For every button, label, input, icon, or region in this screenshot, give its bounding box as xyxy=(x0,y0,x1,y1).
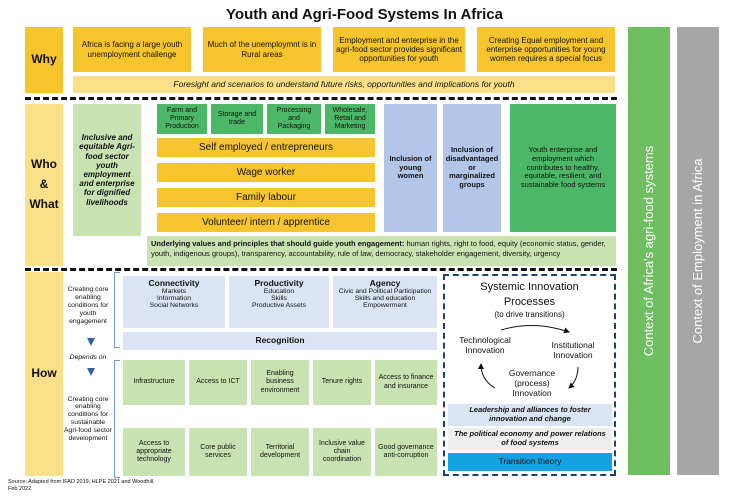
productivity-box: Productivity Education Skills Productive… xyxy=(229,276,329,328)
productivity-title: Productivity xyxy=(254,278,304,288)
values-box: Underlying values and principles that sh… xyxy=(147,236,616,266)
context-agrifood-bar: Context of Africa's agri-food systems xyxy=(628,27,670,475)
agency-item: Civic and Political Participation xyxy=(338,288,432,295)
chain-storage: Storage and trade xyxy=(211,104,263,134)
why-box-3: Employment and enterprise in the agri-fo… xyxy=(333,27,465,72)
role-self-employed: Self employed / entrepreneurs xyxy=(157,138,375,157)
agency-title: Agency xyxy=(369,278,401,288)
foresight-box: Foresight and scenarios to understand fu… xyxy=(73,76,615,93)
values-heading: Underlying values and principles that sh… xyxy=(151,239,405,248)
context-employment-label: Context of Employment in Africa xyxy=(689,158,705,344)
chain-farm: Farm and Primary Production xyxy=(157,104,207,134)
connectivity-title: Connectivity xyxy=(148,278,200,288)
role-family-labour: Family labour xyxy=(157,188,375,207)
section-divider-why xyxy=(25,97,617,100)
why-label: Why xyxy=(25,27,63,93)
bracket-top xyxy=(114,272,120,348)
connectivity-box: Connectivity Markets Information Social … xyxy=(123,276,225,328)
agency-item: Skills and education xyxy=(354,295,416,302)
technological-innovation: Technological Innovation xyxy=(459,335,511,355)
core-agri-conditions: Creating core enabling conditions for su… xyxy=(64,388,112,450)
transition-theory-box: Transition theory xyxy=(448,453,612,471)
connectivity-item: Markets xyxy=(161,288,187,295)
why-box-4: Creating Equal employment and enterprise… xyxy=(477,27,615,72)
why-box-1: Africa is facing a large youth unemploym… xyxy=(73,27,191,72)
systemic-title-line2: Processes xyxy=(503,295,556,308)
role-wage-worker: Wage worker xyxy=(157,163,375,182)
who-what-label: Who & What xyxy=(25,104,63,266)
enabler-finance: Access to finance and insurance xyxy=(375,360,437,405)
chain-processing: Processing and Packaging xyxy=(267,104,321,134)
innovation-cycle-arrows xyxy=(478,324,579,389)
recognition-box: Recognition xyxy=(123,332,437,350)
productivity-item: Productive Assets xyxy=(251,302,307,309)
core-youth-conditions: Creating core enabling conditions for yo… xyxy=(67,286,109,325)
context-employment-bar: Context of Employment in Africa xyxy=(677,27,719,475)
how-label: How xyxy=(25,272,63,476)
what-label-text: What xyxy=(29,196,59,211)
values-text: human rights, right to food, equity (eco… xyxy=(151,239,606,258)
source-note: Source: Adapted from IFAD 2019, HLPE 202… xyxy=(8,479,155,493)
political-economy-box: The political economy and power relation… xyxy=(448,428,612,450)
context-agrifood-label: Context of Africa's agri-food systems xyxy=(640,145,656,357)
enabler-public-services: Core public services xyxy=(189,428,247,476)
role-family-labour-text: Family labour xyxy=(235,191,297,203)
enabler-territorial: Territorial development xyxy=(251,428,309,476)
inclusive-outcome-box: Inclusive and equitable Agri-food sector… xyxy=(73,104,141,236)
bracket-bottom xyxy=(114,360,120,478)
productivity-item: Education xyxy=(263,288,295,295)
section-divider-who-what xyxy=(25,268,617,271)
leadership-box: Leadership and alliances to foster innov… xyxy=(448,404,612,426)
core-agri-conditions-text: Creating core enabling conditions for su… xyxy=(64,395,112,442)
governance-innovation: Governance (process) Innovation xyxy=(508,368,556,398)
who-label-text: Who xyxy=(31,157,57,172)
enabler-business-environment: Enabling business environment xyxy=(251,360,309,405)
chain-wholesale: Wholesale, Retail and Marketing xyxy=(325,104,375,134)
systemic-subtitle: (to drive transitions) xyxy=(494,310,565,320)
enabler-governance: Good governance anti-corruption xyxy=(375,428,437,476)
enabler-technology: Access to appropriate technology xyxy=(123,428,185,476)
down-arrow-2 xyxy=(87,368,95,376)
down-arrow-1 xyxy=(87,338,95,346)
enabler-infrastructure: Infrastructure xyxy=(123,360,185,405)
enabler-value-chain: Inclusive value chain coordination xyxy=(313,428,371,476)
institutional-innovation: Institutional Innovation xyxy=(551,340,595,360)
connectivity-item: Social Networks xyxy=(149,302,199,309)
agency-box: Agency Civic and Political Participation… xyxy=(333,276,437,328)
inclusion-young-women: Inclusion of young women xyxy=(384,104,437,232)
arrow-inst-to-gov xyxy=(568,366,579,389)
youth-enterprise-outcome: Youth enterprise and employment which co… xyxy=(510,104,616,232)
productivity-item: Skills xyxy=(271,295,287,302)
depends-on-label: Depends on xyxy=(69,354,107,362)
enabler-tenure-rights: Tenure rights xyxy=(313,360,371,405)
enabler-ict: Access to ICT xyxy=(189,360,247,405)
connectivity-item: Information xyxy=(156,295,191,302)
why-box-2-text: Much of the unemploymnt is in Rural area… xyxy=(207,40,317,59)
role-volunteer: Volunteer/ intern / apprentice xyxy=(157,213,375,232)
agency-item: Empowerment xyxy=(363,302,407,309)
page-title: Youth and Agri-Food Systems In Africa xyxy=(226,6,503,24)
amp-label-text: & xyxy=(39,177,49,192)
systemic-title-line1: Systemic Innovation xyxy=(480,281,579,294)
arrow-gov-to-tech xyxy=(478,363,496,389)
arrow-tech-to-inst xyxy=(500,324,570,334)
why-box-2: Much of the unemploymnt is in Rural area… xyxy=(203,27,321,72)
inclusion-disadvantaged: Inclusion of disadvantaged or marginaliz… xyxy=(443,104,501,232)
